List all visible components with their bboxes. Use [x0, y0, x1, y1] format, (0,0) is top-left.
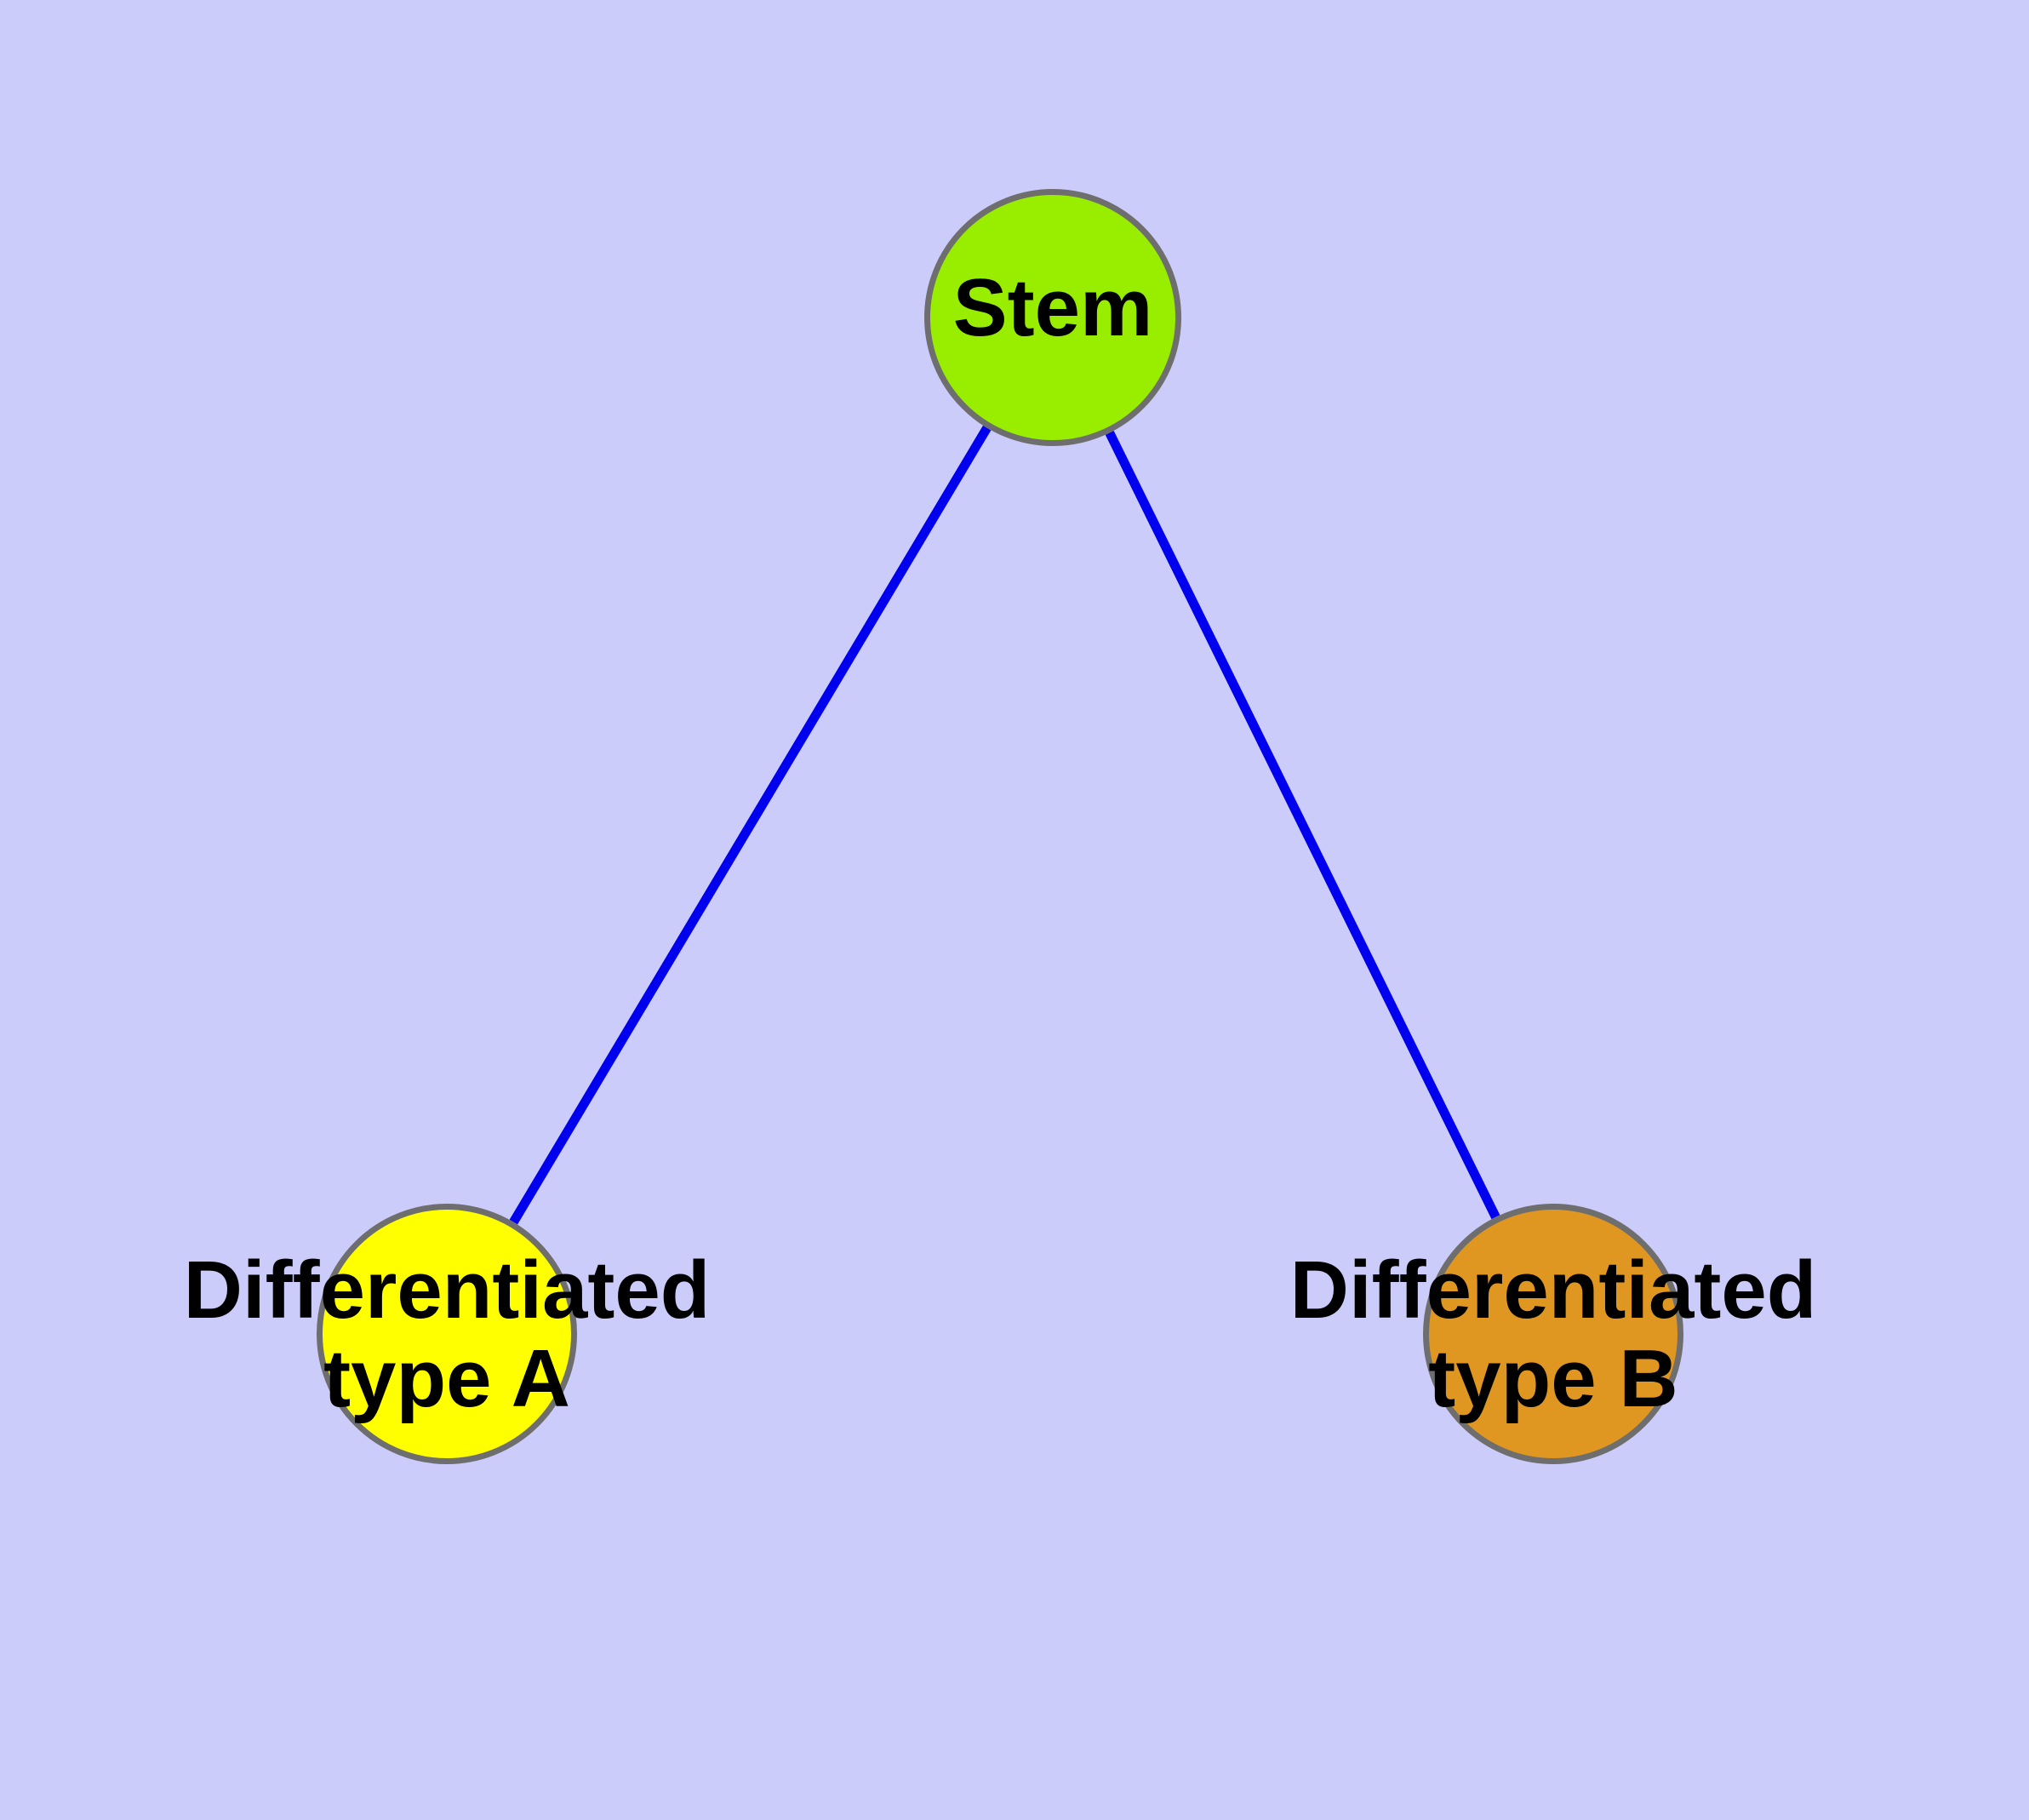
edge-stem-to-type-b	[1105, 431, 1500, 1220]
node-stem[interactable]	[924, 189, 1181, 446]
edge-stem-to-type-a	[509, 425, 992, 1225]
node-differentiated-type-a[interactable]	[317, 1204, 577, 1464]
node-differentiated-type-b[interactable]	[1423, 1204, 1683, 1464]
